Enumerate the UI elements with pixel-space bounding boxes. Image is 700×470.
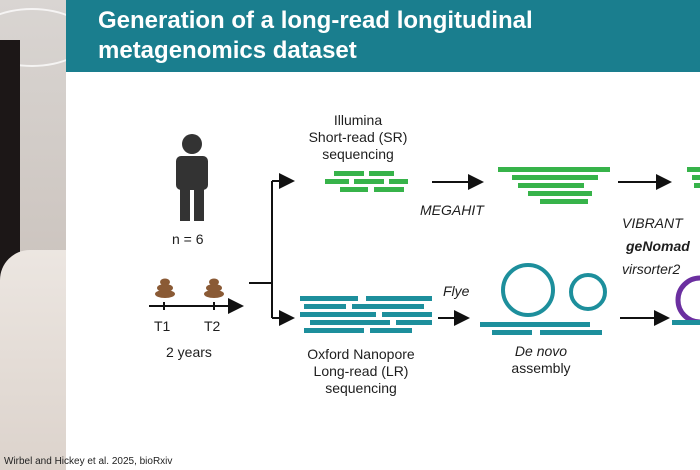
- long-read-contigs: [480, 322, 602, 335]
- viral-circle-cropped: [675, 275, 700, 325]
- slide-header: Generation of a long-read longitudinal m…: [66, 0, 700, 72]
- stool-icon: [204, 278, 224, 298]
- nanopore-line-3: sequencing: [325, 380, 397, 396]
- short-reads: [325, 171, 408, 192]
- illumina-line-2: Short-read (SR): [308, 129, 408, 145]
- long-reads: [300, 296, 432, 333]
- workflow-diagram: [149, 134, 700, 335]
- timepoint-t1: T1: [154, 318, 171, 334]
- subjects-count: n = 6: [172, 231, 204, 247]
- presenter-shirt: [0, 250, 66, 470]
- presenter-webcam: [0, 0, 66, 470]
- nanopore-line-2: Long-read (LR): [313, 363, 409, 379]
- virsorter2-label: virsorter2: [622, 261, 681, 277]
- short-read-contigs-cropped: [687, 167, 700, 188]
- vibrant-label: VIBRANT: [622, 215, 683, 231]
- illumina-label: Illumina Short-read (SR) sequencing: [302, 112, 414, 163]
- presentation-slide: Generation of a long-read longitudinal m…: [66, 0, 700, 470]
- duration-label: 2 years: [166, 344, 212, 360]
- slide-title: Generation of a long-read longitudinal m…: [98, 7, 533, 64]
- circular-contig-icon: [569, 273, 607, 311]
- circular-contig-icon: [501, 263, 555, 317]
- short-read-contigs: [498, 167, 610, 204]
- nanopore-line-1: Oxford Nanopore: [307, 346, 415, 362]
- webcam-ring-light: [0, 8, 66, 67]
- illumina-line-1: Illumina: [333, 112, 383, 128]
- megahit-label: MEGAHIT: [420, 202, 484, 218]
- denovo-line-2: assembly: [511, 360, 571, 376]
- nanopore-label: Oxford Nanopore Long-read (LR) sequencin…: [300, 346, 422, 397]
- denovo-assembly-label: De novo assembly: [496, 343, 586, 377]
- person-icon: [176, 134, 208, 221]
- illumina-line-3: sequencing: [322, 146, 394, 162]
- stool-icon: [155, 278, 175, 298]
- timepoint-t2: T2: [204, 318, 221, 334]
- flye-label: Flye: [443, 283, 470, 299]
- genomad-label: geNomad: [626, 238, 690, 254]
- denovo-line-1: De novo: [514, 343, 568, 359]
- branch-connector: [249, 173, 295, 326]
- slide-citation: Wirbel and Hickey et al. 2025, bioRxiv: [4, 456, 173, 467]
